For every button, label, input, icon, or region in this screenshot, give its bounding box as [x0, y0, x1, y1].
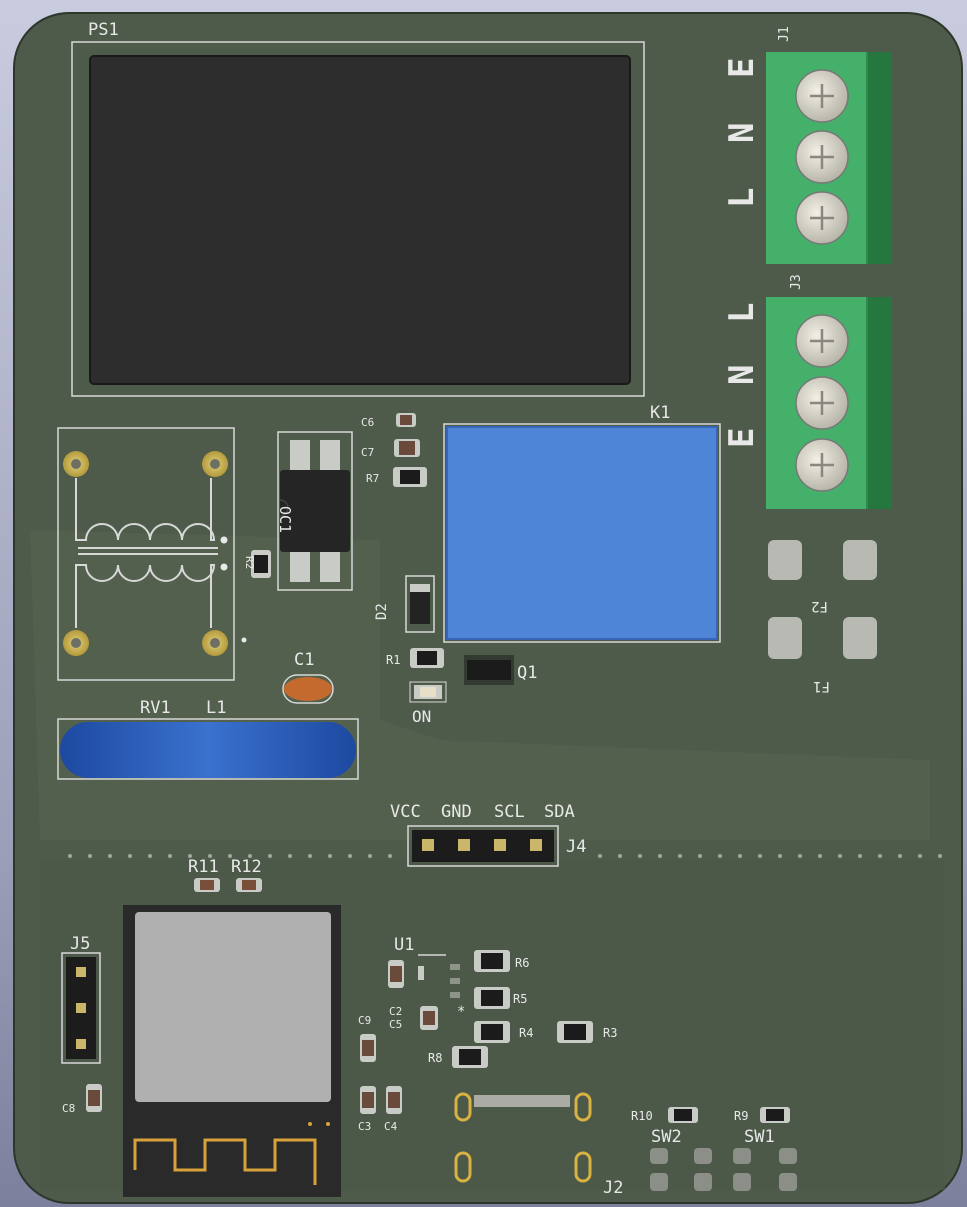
resistor-r8: [452, 1046, 488, 1068]
r3-label: R3: [603, 1026, 617, 1040]
j5-label: J5: [70, 934, 90, 954]
u1-label: U1: [394, 935, 414, 955]
rv1-label: RV1: [140, 698, 171, 718]
resistor-r11: [194, 878, 220, 892]
fuse-pads: [768, 540, 877, 659]
oc1-label: OC1: [276, 506, 294, 533]
f1-label: F1: [813, 678, 830, 694]
j1-pin-e: E: [722, 58, 762, 78]
ic-u1: [418, 964, 460, 998]
varistor-rv1: [60, 722, 356, 778]
u1-pin1-mark: *: [457, 1004, 465, 1020]
k1-label: K1: [650, 403, 670, 423]
j4-pin-gnd: GND: [441, 802, 472, 822]
header-j4: [407, 825, 559, 867]
r12-label: R12: [231, 857, 262, 877]
switch-sw1: [733, 1148, 797, 1191]
c9-label: C9: [358, 1014, 371, 1027]
capacitor-c7: [394, 439, 420, 457]
diode-d2: [405, 575, 435, 633]
status-led: [409, 681, 447, 703]
wifi-module: [123, 905, 341, 1197]
resistor-r9: [760, 1107, 790, 1123]
resistor-r6: [474, 950, 510, 972]
r11-label: R11: [188, 857, 219, 877]
capacitor-c3: [360, 1086, 376, 1114]
j3-pin-l: L: [722, 303, 762, 323]
capacitor-c4: [386, 1086, 402, 1114]
resistor-r12: [236, 878, 262, 892]
terminal-block-j3: [766, 297, 892, 509]
usb-connector-j2: [454, 1092, 592, 1183]
c4-label: C4: [384, 1120, 398, 1133]
r9-label: R9: [734, 1109, 748, 1123]
j4-pin-sda: SDA: [544, 802, 575, 822]
capacitor-c5: [420, 1006, 438, 1030]
resistor-r3: [557, 1021, 593, 1043]
capacitor-c1: [282, 674, 334, 704]
optocoupler-oc1: [279, 440, 350, 582]
r1-label: R1: [386, 653, 400, 667]
c5-label: C5: [389, 1018, 402, 1031]
r2-label: R2: [243, 556, 256, 569]
capacitor-c8: [86, 1084, 102, 1112]
resistor-r10: [668, 1107, 698, 1123]
c6-label: C6: [361, 416, 374, 429]
transistor-q1: [464, 655, 514, 685]
c8-label: C8: [62, 1102, 75, 1115]
d2-label: D2: [374, 603, 390, 620]
j4-pin-vcc: VCC: [390, 802, 421, 822]
resistor-r4: [474, 1021, 510, 1043]
capacitor-c6: [396, 413, 416, 427]
sw2-label: SW2: [651, 1127, 682, 1147]
r8-label: R8: [428, 1051, 442, 1065]
j4-pin-scl: SCL: [494, 802, 525, 822]
resistor-r1: [410, 648, 444, 668]
resistor-r2: [251, 550, 271, 578]
header-j5: [61, 952, 101, 1064]
on-label: ON: [412, 707, 431, 726]
l1-label: L1: [206, 698, 226, 718]
r7-label: R7: [366, 472, 379, 485]
j3-pin-e: E: [722, 428, 762, 448]
r5-label: R5: [513, 992, 527, 1006]
r6-label: R6: [515, 956, 529, 970]
j1-label: J1: [777, 26, 792, 42]
j3-pin-n: N: [722, 365, 762, 385]
j4-label: J4: [566, 837, 586, 857]
via-row: [68, 854, 942, 858]
capacitor-c9: [360, 1034, 376, 1062]
c2-label: C2: [389, 1005, 402, 1018]
c3-label: C3: [358, 1120, 371, 1133]
resistor-r7: [393, 467, 427, 487]
power-supply-module: [89, 55, 631, 385]
capacitor-c2: [388, 960, 404, 988]
sw1-label: SW1: [744, 1127, 775, 1147]
q1-label: Q1: [517, 663, 537, 683]
ps1-label: PS1: [88, 20, 119, 40]
c7-label: C7: [361, 446, 374, 459]
j2-label: J2: [603, 1178, 623, 1198]
r10-label: R10: [631, 1109, 653, 1123]
resistor-r5: [474, 987, 510, 1009]
terminal-block-j1: [766, 52, 892, 264]
relay-k1: [446, 426, 718, 640]
f2-label: F2: [811, 598, 828, 614]
j1-pin-n: N: [722, 123, 762, 143]
j1-pin-l: L: [722, 188, 762, 208]
c1-label: C1: [294, 650, 314, 670]
switch-sw2: [650, 1148, 712, 1191]
r4-label: R4: [519, 1026, 533, 1040]
j3-label: J3: [789, 274, 804, 290]
transformer-outline: [57, 427, 247, 681]
